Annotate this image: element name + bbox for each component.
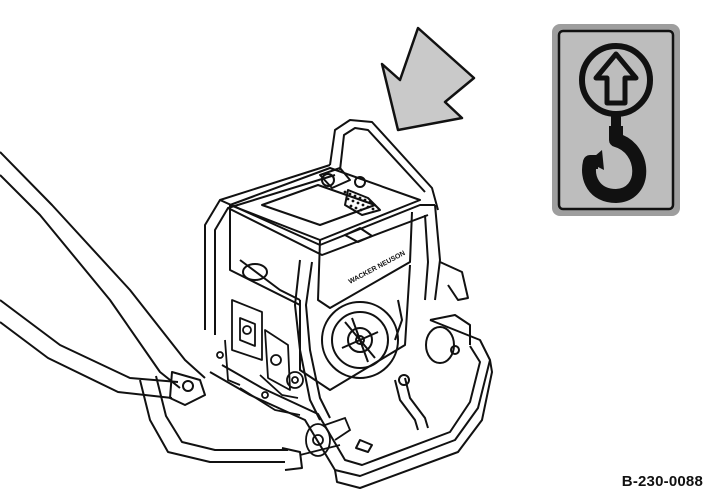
engine-housing: [229, 167, 421, 391]
figure-code: B-230-0088: [621, 473, 703, 490]
lifting-point-hook-icon: [552, 24, 680, 216]
base-plate: [209, 314, 493, 489]
protective-frame: [204, 119, 469, 421]
air-vent-grille: [343, 190, 375, 212]
drive-mechanism: [216, 299, 304, 416]
guide-handle: [0, 151, 303, 471]
bottom-linkage: [299, 416, 352, 457]
hand-down-arrow-icon: [380, 26, 476, 132]
